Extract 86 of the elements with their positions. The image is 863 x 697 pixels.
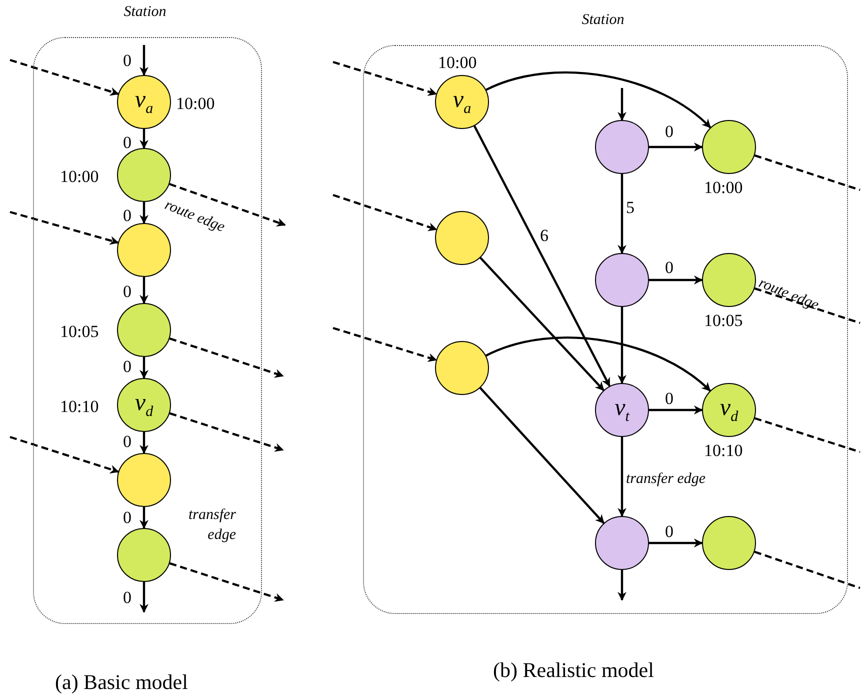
edge-label: 0 [123,358,132,375]
arrow [140,129,148,149]
arrow [649,276,703,284]
edge-label: 0 [123,509,132,526]
vertex-circle [595,253,649,307]
dashed-arrow [332,60,438,96]
vertex-circle [702,516,756,570]
arrow [140,277,148,304]
arrow [618,88,626,121]
vertex-circle [595,383,649,437]
time-label: 10:00 [704,178,743,198]
time-label: 10:00 [176,94,215,114]
arrow [486,71,712,128]
caption: (b) Realistic model [493,658,654,683]
edge-label: 5 [626,199,634,216]
vertex-label: v$_{d}$ [134,390,154,420]
vertex-circle [117,148,171,202]
time-label: 10:10 [704,441,743,461]
arrow [140,45,148,76]
station-group [33,37,262,624]
arrow [140,357,148,379]
edge-label: 0 [123,283,132,300]
vertex-circle [117,453,171,507]
dashed-arrow [169,562,284,602]
arrow [140,507,148,529]
group-title: Station [124,4,166,21]
dashed-arrow [169,412,284,452]
vertex-circle [435,341,489,395]
time-label: 10:10 [60,397,99,417]
arrow [649,142,703,152]
arrow [140,582,148,613]
vertex-label: v$_{a}$ [452,88,472,116]
vertex-label: v$_{d}$ [720,396,738,424]
edge-label: 0 [123,207,132,224]
time-label: 10:00 [438,53,477,73]
edge-label: 0 [123,52,132,69]
edge-label: 0 [123,134,132,151]
arrow [618,307,626,384]
dashed-arrow [10,436,120,474]
arrow [473,125,611,387]
arrow [618,437,626,517]
caption: (a) Basic model [55,670,188,695]
group-title: Station [582,12,624,29]
arrow [649,406,703,414]
dashed-arrow [169,337,284,378]
arrow [140,432,148,454]
edge-label: 0 [665,123,674,140]
time-label: 10:05 [704,311,743,331]
edge-label: 0 [665,390,674,407]
vertex-circle [117,378,171,432]
arrow [618,570,626,601]
vertex-circle [702,120,756,174]
vertex-circle [117,75,171,129]
dashed-arrow [332,194,438,232]
edge-label: 0 [123,589,132,606]
vertex-circle [702,253,756,307]
arrow [479,387,605,524]
vertex-circle [117,528,171,582]
arrow [486,336,711,392]
arrow [140,202,148,224]
edge-label: 0 [665,259,674,276]
dashed-arrow [169,182,286,227]
vertex-circle [595,120,649,174]
time-label: 10:00 [60,167,99,187]
vertex-circle [117,223,171,277]
vertex-circle [435,75,489,129]
vertex-circle [702,383,756,437]
vertex-label: v$_{t}$ [614,396,630,424]
edge-label: transfer edge [626,472,706,487]
dashed-arrow [10,210,119,245]
arrow [649,538,703,548]
vertex-circle [117,303,171,357]
vertex-label: v$_{a}$ [134,88,154,116]
arrow [480,257,604,391]
time-label: 10:05 [60,322,99,342]
edge-label: 0 [123,433,132,450]
dashed-arrow [10,58,120,96]
edge-label: 6 [540,227,548,244]
arrow [618,174,626,254]
annotation-note: transfer edge [187,506,236,544]
dashed-arrow [332,326,438,362]
vertex-circle [595,516,649,570]
edge-label: route edge [162,198,227,236]
edge-label: 0 [665,523,674,540]
vertex-circle [435,211,489,265]
station-group [363,45,848,614]
